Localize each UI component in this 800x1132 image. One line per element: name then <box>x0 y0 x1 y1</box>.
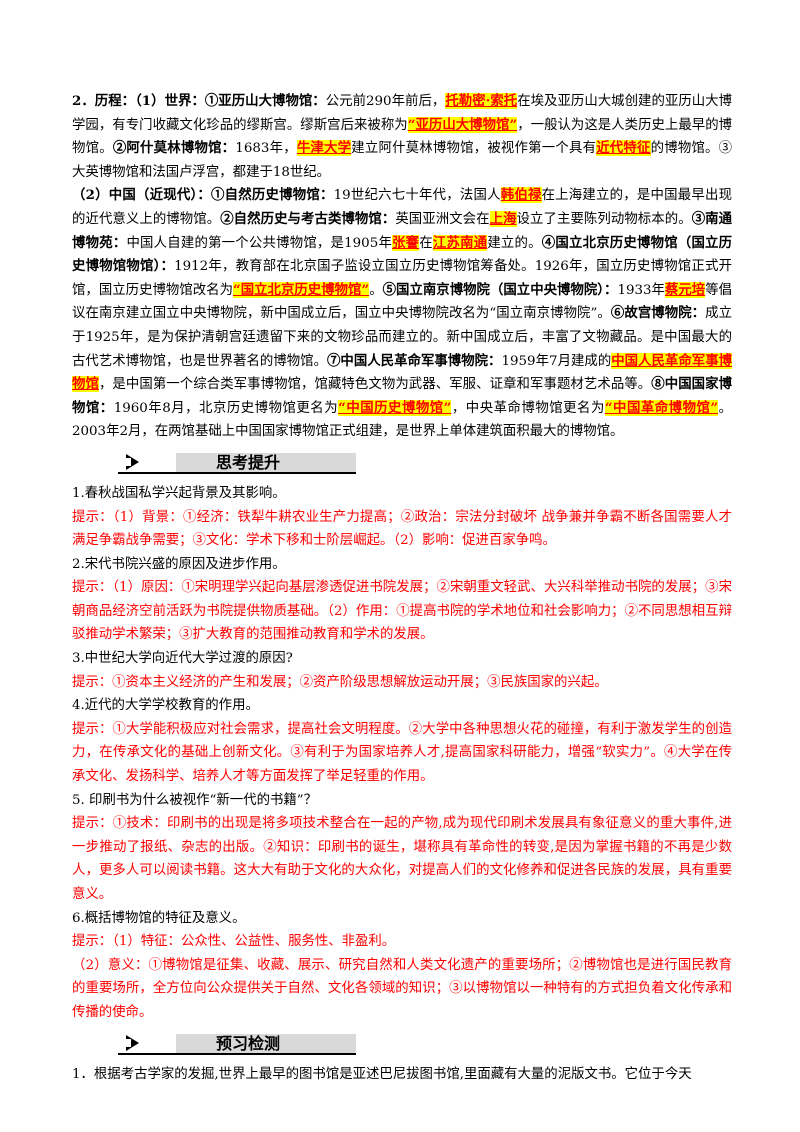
section-banner-thinking: 思考提升 <box>72 450 732 478</box>
museum-label: ②阿什莫林博物馆： <box>112 140 236 157</box>
question: 6.概括博物馆的特征及意义。 <box>72 910 246 926</box>
highlight-keyword: 江苏南通 <box>432 234 488 251</box>
history-paragraph-china: （2）中国（近现代）：①自然历史博物馆：19世纪六七十年代，法国人韩伯禄在上海建… <box>72 187 733 440</box>
highlight-keyword: 张謇 <box>392 234 420 251</box>
museum-label: ④国立北京历史博物馆（国立历史博物馆物馆）： <box>72 234 733 275</box>
museum-label: ③南通博物苑： <box>72 210 733 251</box>
answer-hint: 提示：①资本主义经济的产生和发展；②资产阶级思想解放运动开展；③民族国家的兴起。 <box>72 674 608 690</box>
banner-underline <box>118 1052 356 1055</box>
answer-hint: 提示：（1）原因：①宋明理学兴起向基层渗透促进书院发展；②宋朝重文轻武、大兴科举… <box>72 580 732 643</box>
section-title: 思考提升 <box>215 452 280 472</box>
museum-label: ②自然历史与考古类博物馆： <box>220 210 396 227</box>
section-banner-preview: 预习检测 <box>72 1031 732 1059</box>
highlight-keyword: “中国历史博物馆” <box>338 399 452 416</box>
answer-hint: 提示：（1）特征：公众性、公益性、服务性、非盈利。 <box>72 934 396 950</box>
china-heading: （2）中国（近现代）： <box>72 187 212 204</box>
question: 2.宋代书院兴盛的原因及进步作用。 <box>72 556 286 572</box>
answer-hint: （2）意义：①博物馆是征集、收藏、展示、研究自然和人类文化遗产的重要场所；②博物… <box>72 957 732 1020</box>
highlight-keyword: 托勒密·索托 <box>445 93 518 109</box>
highlight-keyword: 近代特征 <box>596 140 651 157</box>
banner-shade <box>176 452 356 472</box>
question: 1.春秋战国私学兴起背景及其影响。 <box>72 485 286 501</box>
history-paragraph-world: 2．历程：（1）世界：①亚历山大博物馆：公元前290年前后，托勒密·索托在埃及亚… <box>72 93 733 180</box>
question: 4.近代的大学学校教育的作用。 <box>72 698 259 714</box>
banner-shade <box>176 1033 356 1053</box>
highlight-keyword: 蔡元培 <box>664 281 706 298</box>
document-page: 2．历程：（1）世界：①亚历山大博物馆：公元前290年前后，托勒密·索托在埃及亚… <box>72 90 732 1086</box>
history-heading: 2．历程：（1）世界： <box>72 93 205 109</box>
answer-hint: 提示：①技术：印刷书的出现是将多项技术整合在一起的产物,成为现代印刷术发展具有象… <box>72 816 732 902</box>
highlight-keyword: “中国革命博物馆” <box>604 399 719 416</box>
highlight-keyword: 牛津大学 <box>296 140 352 157</box>
museum-label: ⑤国立南京博物院（国立中央博物院）： <box>382 281 618 298</box>
exercise-question: 1．根据考古学家的发掘,世界上最早的图书馆是亚述巴尼拔图书馆,里面藏有大量的泥版… <box>72 1066 692 1082</box>
answer-hint: 提示：①大学能积极应对社会需求，提高社会文明程度。②大学中各种思想火花的碰撞，有… <box>72 721 732 785</box>
museum-label: ⑦中国人民革命军事博物院： <box>327 352 502 369</box>
answer-hint: 提示：（1）背景：①经济：铁犁牛耕农业生产力提高；②政治：宗法分封破坏 战争兼并… <box>72 509 732 549</box>
highlight-keyword: “国立北京历史博物馆” <box>233 281 370 298</box>
museum-label: ⑧中国国家博物馆： <box>72 376 733 416</box>
highlight-keyword: “亚历山大博物馆” <box>407 116 518 133</box>
museum-label: ①自然历史博物馆： <box>211 187 334 204</box>
museum-label: ①亚历山大博物馆： <box>204 93 326 109</box>
highlight-keyword: 韩伯禄 <box>500 187 542 204</box>
museum-label: ⑥故宫博物院： <box>610 305 706 322</box>
question: 5. 印刷书为什么被视作“新一代的书籍”？ <box>72 792 317 808</box>
banner-underline <box>118 471 356 474</box>
section-title: 预习检测 <box>215 1033 280 1053</box>
highlight-keyword: 上海 <box>489 210 517 227</box>
question: 3.中世纪大学向近代大学过渡的原因? <box>72 651 293 667</box>
